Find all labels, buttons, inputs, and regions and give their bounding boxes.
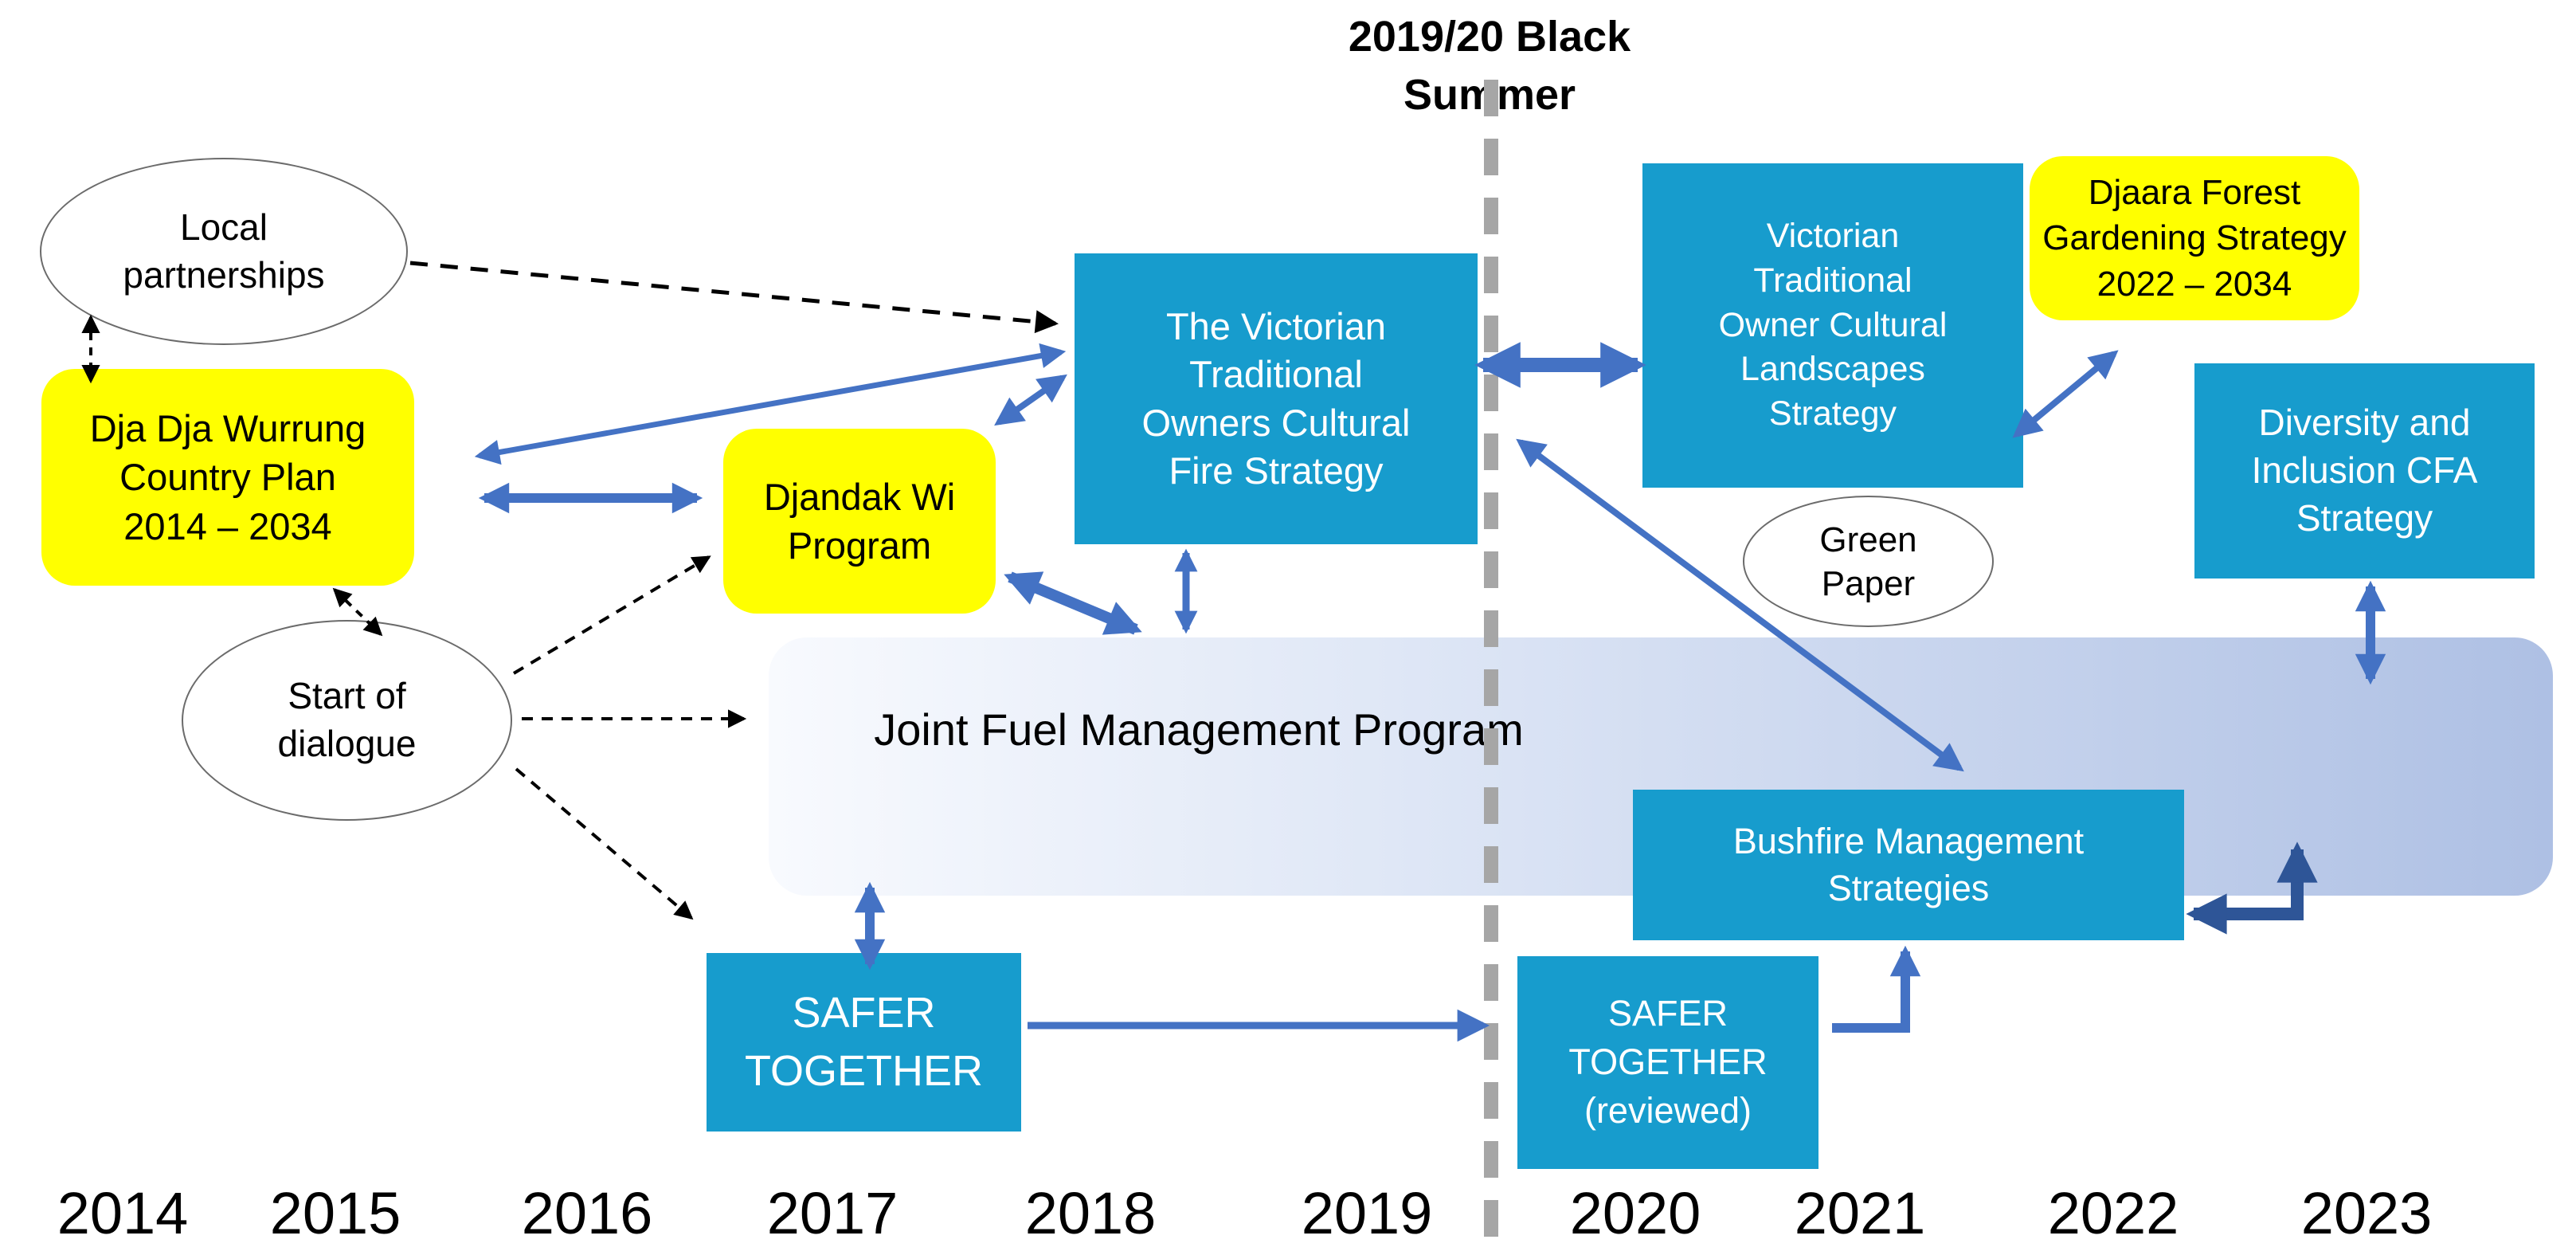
connector-reviewed-bushfire-elbow-icon (1832, 945, 1921, 1033)
safer-together-box: SAFER TOGETHER (707, 953, 1021, 1132)
year-2023: 2023 (2300, 1180, 2433, 1246)
green-paper-ellipse: Green Paper (1743, 496, 1994, 627)
djandak-wi-box: Djandak Wi Program (723, 429, 996, 614)
connector-partnerships-firestrategy-icon (409, 261, 1059, 334)
year-2020: 2020 (1569, 1180, 1701, 1246)
year-2017: 2017 (766, 1180, 898, 1246)
year-2016: 2016 (521, 1180, 653, 1246)
black-summer-title: 2019/20 Black Summer (1348, 13, 1631, 119)
year-2014: 2014 (57, 1180, 189, 1246)
connector-landscapes-djaaraforest-icon (2012, 350, 2119, 438)
country-plan-box: Dja Dja Wurrung Country Plan 2014 – 2034 (41, 369, 414, 586)
local-partnerships-ellipse: Local partnerships (40, 158, 408, 345)
connector-djandakwi-firestrategy-icon (994, 374, 1067, 426)
year-2021: 2021 (1794, 1180, 1926, 1246)
year-2019: 2019 (1301, 1180, 1433, 1246)
djaara-forest-box: Djaara Forest Gardening Strategy 2022 – … (2030, 156, 2359, 320)
bushfire-strategies-box: Bushfire Management Strategies (1633, 790, 2184, 940)
diversity-cfa-box: Diversity and Inclusion CFA Strategy (2194, 363, 2535, 579)
start-of-dialogue-ellipse: Start of dialogue (182, 620, 512, 821)
year-2022: 2022 (2047, 1180, 2179, 1246)
year-2018: 2018 (1024, 1180, 1157, 1246)
jfmp-label: Joint Fuel Management Program (874, 704, 1524, 755)
connector-dialogue-djandakwi-icon (512, 555, 711, 675)
landscapes-strategy-box: Victorian Traditional Owner Cultural Lan… (1642, 163, 2023, 488)
connector-dialogue-safertogether-icon (515, 767, 694, 920)
safer-together-reviewed-box: SAFER TOGETHER (reviewed) (1517, 956, 1818, 1169)
connector-djandakwi-jfmp-icon (1004, 571, 1142, 635)
fire-strategy-box: The Victorian Traditional Owners Cultura… (1075, 253, 1478, 544)
year-2015: 2015 (269, 1180, 401, 1246)
